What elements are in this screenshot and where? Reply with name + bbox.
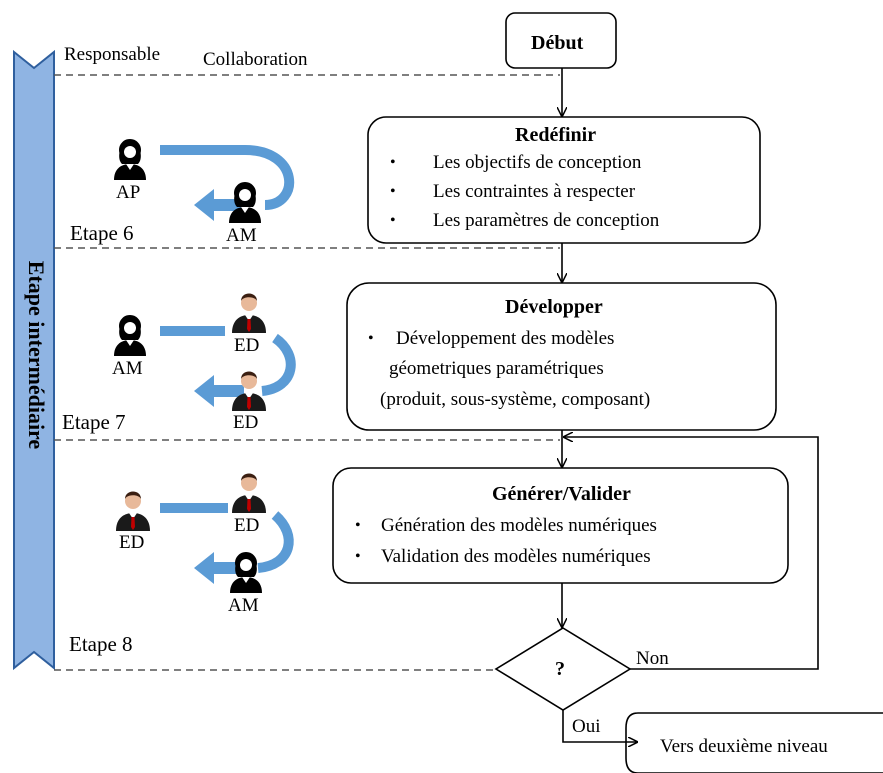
actor-label: ED — [234, 515, 260, 536]
step-item: (produit, sous-système, composant) — [380, 389, 651, 410]
banner-label: Etape intermédiaire — [24, 260, 49, 450]
end-label: Vers deuxième niveau — [660, 736, 828, 757]
decision-yes-label: Oui — [572, 716, 601, 737]
column-header-responsable: Responsable — [64, 44, 161, 65]
actor-label: ED — [233, 412, 259, 433]
bullet-icon: • — [355, 548, 361, 565]
bullet-icon: • — [368, 330, 374, 347]
actor-label: AM — [226, 225, 257, 246]
step-item: Développement des modèles — [396, 328, 615, 349]
bullet-icon: • — [390, 212, 396, 229]
actor-icon-ed — [232, 473, 266, 513]
decision-no-label: Non — [636, 648, 669, 669]
step-item: géometriques paramétriques — [389, 358, 604, 379]
stage-banner — [13, 49, 55, 671]
step-title-generer-valider: Générer/Valider — [492, 483, 631, 505]
actor-icon-am — [112, 315, 148, 358]
stage-separators — [54, 74, 560, 671]
step-item: Validation des modèles numériques — [381, 546, 651, 567]
start-box — [505, 12, 617, 69]
actor-label: AP — [116, 182, 141, 203]
column-header-collaboration: Collaboration — [203, 49, 308, 70]
step-box-generer — [332, 467, 789, 584]
bullet-icon: • — [390, 183, 396, 200]
end-box — [625, 712, 883, 773]
stage-label-8: Etape 8 — [69, 632, 133, 656]
start-label: Début — [531, 32, 584, 54]
step-title-developper: Développer — [505, 296, 603, 318]
actor-label: ED — [119, 532, 145, 553]
step-box-redefinir — [367, 116, 761, 244]
collaboration-arrowheads — [194, 189, 244, 584]
actor-label: AM — [112, 358, 143, 379]
step-item: Les objectifs de conception — [433, 152, 642, 173]
stage-label-6: Etape 6 — [70, 221, 134, 245]
decision-label: ? — [555, 658, 565, 680]
actor-label: ED — [234, 335, 260, 356]
flow-arrows — [562, 68, 819, 742]
actor-icon-ed — [232, 293, 266, 333]
bullet-icon: • — [355, 517, 361, 534]
step-item: Les paramètres de conception — [433, 210, 660, 231]
actor-icon-ap — [112, 139, 148, 182]
step-item: Les contraintes à respecter — [433, 181, 636, 202]
bullet-icon: • — [390, 154, 396, 171]
collaboration-arrows — [160, 145, 296, 573]
actor-label: AM — [228, 595, 259, 616]
step-title-redefinir: Redéfinir — [515, 124, 597, 146]
actor-icon-ed — [116, 491, 150, 531]
stage-label-7: Etape 7 — [62, 410, 126, 434]
step-item: Génération des modèles numériques — [381, 515, 657, 536]
